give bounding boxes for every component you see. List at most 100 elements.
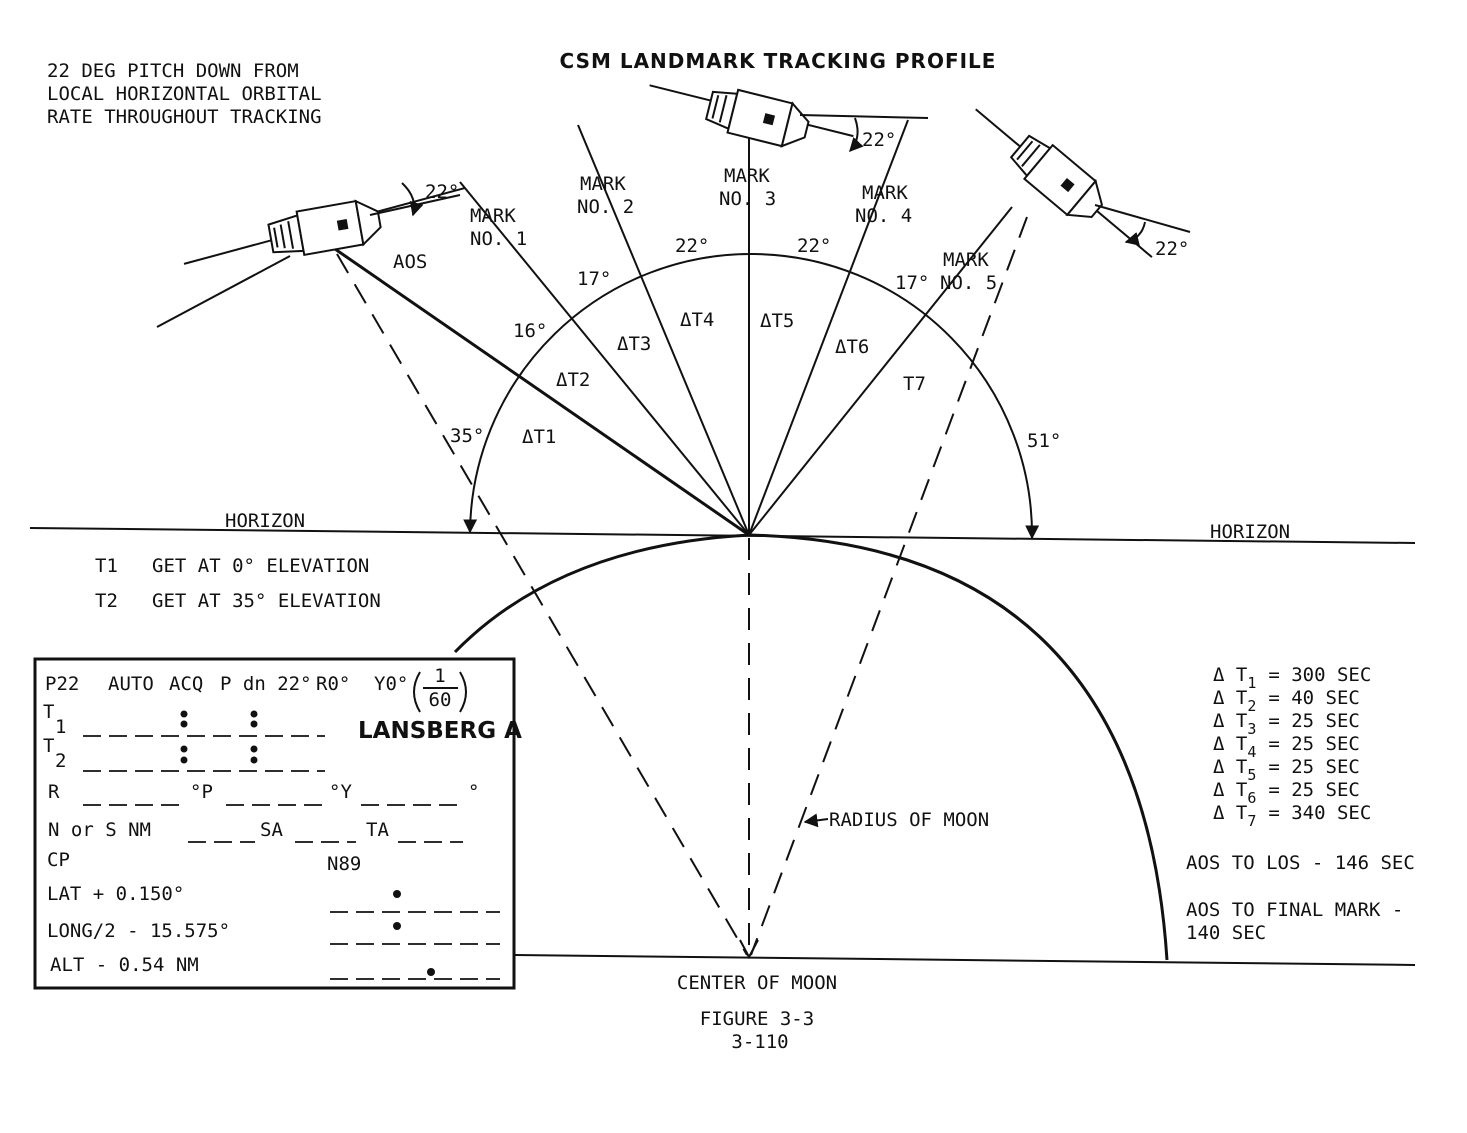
pitch-angle-aos: 22° [425,181,459,203]
card-fraction-numerator: 1 [434,665,445,687]
aos-to-los: AOS TO LOS - 146 SEC [1186,852,1415,874]
card-p-unit: °P [190,781,213,803]
spacecraft-top-pitch-ref [799,114,929,119]
delta-t6-label: ΔT6 [835,336,869,358]
aos-to-final-mark-1: AOS TO FINAL MARK - [1186,899,1403,921]
t7-label: T7 [903,373,926,395]
pitch-angle-right: 22° [1155,238,1189,260]
spacecraft-aos-icon [183,186,466,265]
delta-t4-label: ΔT4 [680,309,714,331]
mark-2-number: NO. 2 [577,196,634,218]
angle-label-17-right: 17° [895,272,929,294]
delta-t2-label: ΔT2 [556,369,590,391]
dashed-radius-aos [336,253,748,956]
ray-mark-4 [748,119,909,536]
timing-row-7: Δ T7= 340 SEC [1213,802,1371,830]
diagram-title: CSM LANDMARK TRACKING PROFILE [560,49,997,73]
spacecraft-aos-velocity [156,255,291,328]
card-t1-sub: 1 [55,716,66,738]
aos-to-final-mark-2: 140 SEC [1186,922,1266,944]
radius-of-moon-label: RADIUS OF MOON [829,809,989,831]
elevation-arc [463,253,1040,540]
timing-row-6: Δ T6= 25 SEC [1213,779,1360,807]
card-fraction-paren-left [413,671,421,713]
mark-5-label: MARK [943,249,989,271]
pitch-note-line-2: LOCAL HORIZONTAL ORBITAL [47,83,322,105]
pitch-arc-right [1124,221,1146,246]
angle-label-22-right: 22° [797,235,831,257]
line-of-sight-rays [334,119,1013,537]
mark-3-label: MARK [724,165,770,187]
card-sa-label: SA [260,819,283,841]
timing-row-5: Δ T5= 25 SEC [1213,756,1360,784]
angle-label-16: 16° [513,320,547,342]
horizon-label-left: HORIZON [225,510,305,532]
card-r-label: R [48,781,60,803]
card-t1-label: T [43,701,54,723]
t2-definition-key: T2 [95,590,118,612]
card-ta-label: TA [366,819,389,841]
delta-t5-label: ΔT5 [760,310,794,332]
card-t2-label: T [43,735,54,757]
mark-4-number: NO. 4 [855,205,912,227]
timing-row-2: Δ T2= 40 SEC [1213,687,1360,715]
moon-surface-arc [453,533,1169,961]
delta-t1-label: ΔT1 [522,426,556,448]
pitch-note-line-1: 22 DEG PITCH DOWN FROM [47,60,299,82]
t1-definition-key: T1 [95,555,118,577]
mark-1-label: MARK [470,205,516,227]
t1-definition-text: GET AT 0° ELEVATION [152,555,369,577]
delta-t3-label: ΔT3 [617,333,651,355]
mark-4-label: MARK [862,182,908,204]
timing-table: Δ T1= 300 SEC Δ T2= 40 SEC Δ T3= 25 SEC … [1213,664,1371,830]
card-n89-label: N89 [327,853,361,875]
timing-row-3: Δ T3= 25 SEC [1213,710,1360,738]
timing-row-4: Δ T4= 25 SEC [1213,733,1360,761]
spacecraft-right-pitch-ref [1094,204,1191,233]
card-time-colons [180,710,258,764]
mark-3-number: NO. 3 [719,188,776,210]
center-baseline [514,954,1416,966]
ray-mark-2 [577,124,750,536]
card-long-point [393,922,401,930]
ray-mark-5 [748,206,1013,536]
figure-caption: FIGURE 3-3 [700,1008,814,1030]
radius-arrow [803,813,829,828]
timing-row-1: Δ T1= 300 SEC [1213,664,1371,692]
p22-data-card: P22 AUTO ACQ P dn 22° R0° Y0° 1 60 LANSB… [33,657,522,990]
angle-label-17-left: 17° [577,268,611,290]
card-cp-label: CP [47,849,70,871]
card-mode: AUTO [108,673,154,695]
card-acq: ACQ [169,673,203,695]
spacecraft-right-icon [975,108,1153,258]
card-t2-sub: 2 [55,750,66,772]
card-alt-point [427,968,435,976]
ray-mark-1 [459,181,750,536]
card-fraction-paren-right [459,671,467,713]
angle-label-35: 35° [450,425,484,447]
center-of-moon-label: CENTER OF MOON [677,972,837,994]
card-border [33,657,516,990]
angle-label-22-left: 22° [675,235,709,257]
pitch-note-line-3: RATE THROUGHOUT TRACKING [47,106,322,128]
aos-label: AOS [393,251,427,273]
card-program: P22 [45,673,79,695]
pitch-angle-top: 22° [862,129,896,151]
card-lat: LAT + 0.150° [47,883,184,905]
card-degree-mark: ° [468,781,479,803]
angle-label-51: 51° [1027,430,1061,452]
card-y-unit: °Y [329,781,352,803]
t2-definition-text: GET AT 35° ELEVATION [152,590,381,612]
mark-1-number: NO. 1 [470,228,527,250]
mark-5-number: NO. 5 [940,272,997,294]
card-long: LONG/2 - 15.575° [47,920,230,942]
card-yaw: Y0° [374,673,408,695]
card-target-name: LANSBERG A [358,718,522,744]
ray-aos [334,247,750,537]
pitch-arc-top [849,117,864,153]
pitch-arc-aos [401,182,424,217]
card-alt: ALT - 0.54 NM [50,954,199,976]
mark-2-label: MARK [580,173,626,195]
card-pitch: P dn 22° [220,673,312,695]
